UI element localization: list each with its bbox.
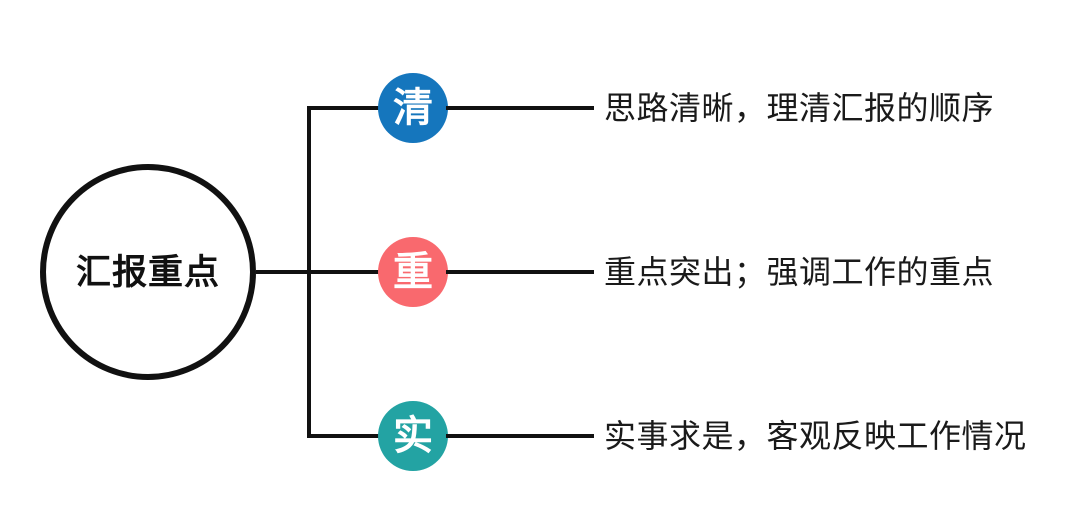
connector-node-1-to-text — [446, 106, 594, 110]
branch-node-1-qing[interactable]: 清 — [378, 73, 448, 143]
root-node-label: 汇报重点 — [75, 252, 220, 292]
branch-text-1: 思路清晰，理清汇报的顺序 — [604, 90, 995, 126]
connector-trunk-to-node-3 — [307, 434, 381, 438]
branch-node-3-char: 实 — [393, 414, 433, 458]
connector-trunk-to-node-2 — [307, 270, 381, 274]
branch-node-2-char: 重 — [393, 250, 433, 294]
connector-node-3-to-text — [446, 434, 594, 438]
connector-root-stub — [256, 270, 311, 274]
branch-node-2-zhong[interactable]: 重 — [378, 237, 448, 307]
branch-node-1-char: 清 — [393, 86, 433, 130]
root-node-circle[interactable]: 汇报重点 — [40, 164, 256, 380]
branch-text-2: 重点突出；强调工作的重点 — [604, 254, 995, 290]
connector-node-2-to-text — [446, 270, 594, 274]
branch-node-3-shi[interactable]: 实 — [378, 401, 448, 471]
branch-text-3: 实事求是，客观反映工作情况 — [604, 418, 1027, 454]
connector-trunk-to-node-1 — [307, 106, 381, 110]
